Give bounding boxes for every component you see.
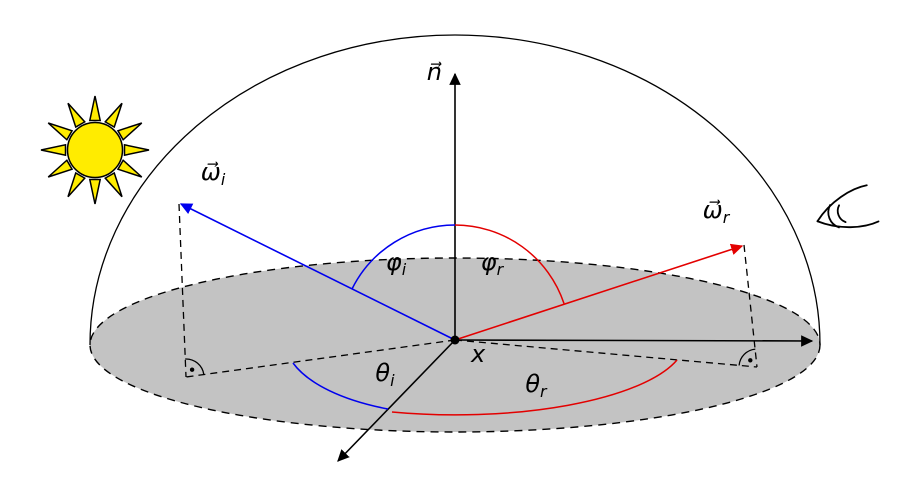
incident-vector — [179, 203, 456, 341]
surface-front-axis — [337, 339, 456, 462]
right-angle-arc-left — [185, 358, 205, 375]
right-angle-dot-right — [748, 358, 753, 363]
normal-label-base: n⃗ — [427, 58, 442, 86]
theta-r-base: θ — [525, 370, 540, 398]
theta-r-arc — [391, 359, 678, 416]
omega-r-base: ω⃗ — [703, 196, 723, 224]
theta-i-sub: i — [390, 371, 395, 390]
right-angle-marker-left — [185, 358, 205, 375]
incident-drop-line — [178, 203, 187, 378]
omega-i-base: ω⃗ — [201, 158, 221, 186]
phi-i-arc — [351, 224, 456, 290]
phi-r-base: φ — [481, 248, 497, 276]
phi-i-base: φ — [386, 248, 402, 276]
eye-lower-lid — [816, 220, 880, 229]
right-angle-marker-right — [738, 348, 756, 366]
phi-r-arc — [454, 224, 565, 304]
omega-r-sub: r — [723, 208, 731, 227]
omega-i-sub: i — [221, 170, 226, 189]
eye-iris-inner — [836, 204, 847, 224]
phi-i-label: φi — [386, 248, 407, 279]
surface-x-axis — [454, 335, 814, 347]
phi-r-label: φr — [481, 248, 505, 279]
reflected-projection-line — [454, 339, 758, 368]
surface-point-dot — [450, 335, 460, 345]
reflected-vector — [454, 243, 744, 341]
hemisphere-outline — [89, 34, 821, 346]
theta-r-label: θr — [525, 370, 548, 401]
right-angle-arc-right — [738, 348, 756, 366]
phi-r-sub: r — [497, 260, 505, 279]
sun-icon — [40, 95, 150, 205]
sun-ray — [123, 143, 150, 157]
eye-upper-lid — [816, 184, 868, 223]
theta-i-label: θi — [375, 359, 395, 390]
eye-iris-outer — [827, 204, 840, 229]
right-angle-dot-left — [189, 367, 195, 372]
phi-i-sub: i — [402, 260, 407, 279]
omega-r-label: ω⃗r — [703, 196, 731, 227]
reflected-drop-line — [743, 244, 758, 368]
theta-i-base: θ — [375, 359, 390, 387]
theta-i-arc — [292, 362, 389, 410]
theta-r-sub: r — [540, 382, 548, 401]
omega-i-label: ω⃗i — [201, 158, 226, 189]
eye-icon — [816, 184, 880, 229]
incident-projection-line — [185, 339, 456, 378]
surface-point-label: x — [470, 340, 486, 368]
normal-label: n⃗ — [427, 58, 442, 86]
sun-disc — [66, 121, 124, 179]
